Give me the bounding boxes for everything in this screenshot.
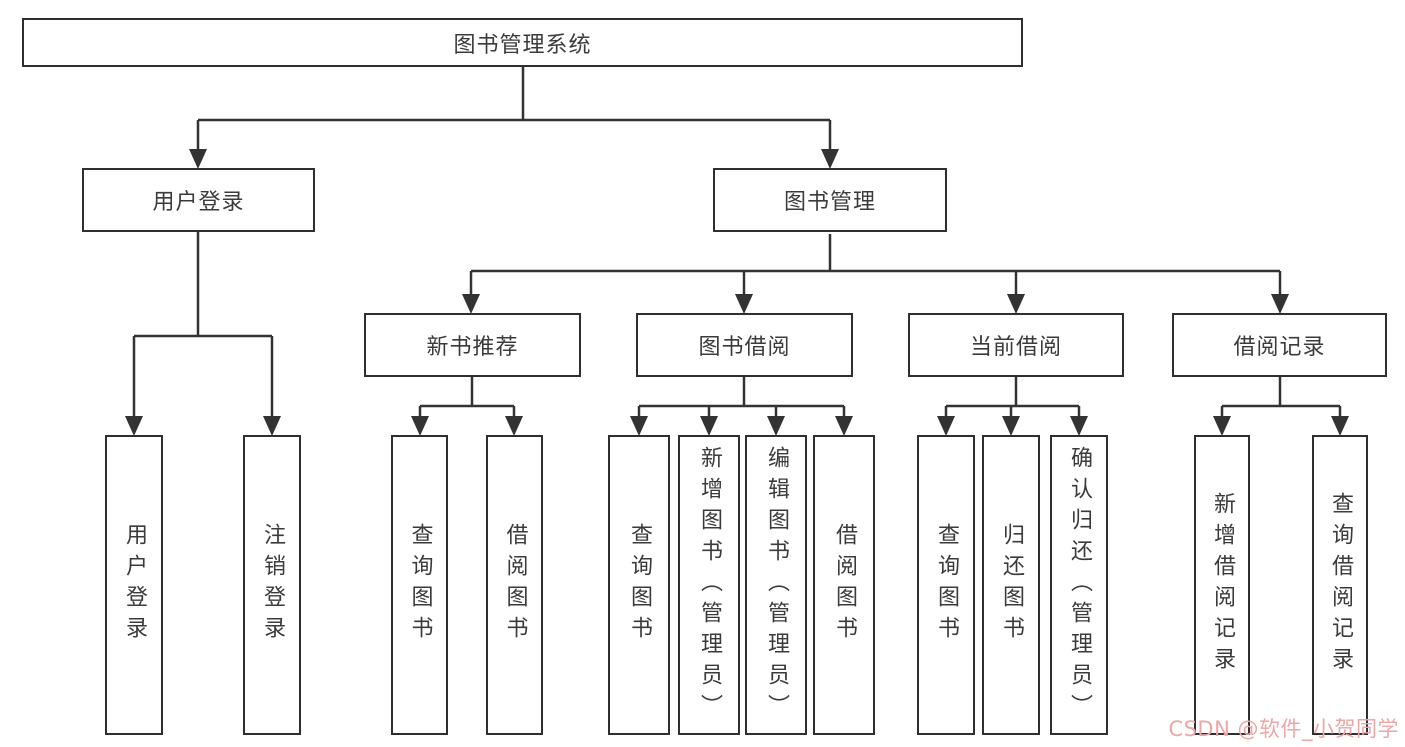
leaf-query-books-borrow: 查询图书 [608,435,670,735]
leaf-borrow-books: 借阅图书 [813,435,875,735]
node-book-borrowing: 图书借阅 [636,313,853,377]
leaf-query-books-current: 查询图书 [917,435,975,735]
csdn-watermark: CSDN @软件_小贺同学 [1168,717,1399,741]
node-book-management: 图书管理 [713,168,947,232]
leaf-add-books-admin: 新增图书（管理员） [678,435,740,735]
leaf-edit-books-admin: 编辑图书（管理员） [745,435,807,735]
node-user-login: 用户登录 [82,168,315,232]
leaf-user-login: 用户登录 [105,435,163,735]
leaf-borrow-books-recommend: 借阅图书 [486,435,543,735]
leaf-return-books: 归还图书 [982,435,1040,735]
node-new-book-recommend: 新书推荐 [364,313,581,377]
leaf-confirm-return-admin: 确认归还（管理员） [1050,435,1108,735]
leaf-query-books-recommend: 查询图书 [391,435,448,735]
node-library-management-system: 图书管理系统 [22,18,1023,67]
node-current-borrowing: 当前借阅 [908,313,1124,377]
leaf-query-borrow-record: 查询借阅记录 [1312,435,1368,735]
leaf-logout: 注销登录 [243,435,301,735]
arrowhead-group [125,149,1349,436]
node-borrow-records: 借阅记录 [1172,313,1387,377]
leaf-add-borrow-record: 新增借阅记录 [1194,435,1250,735]
